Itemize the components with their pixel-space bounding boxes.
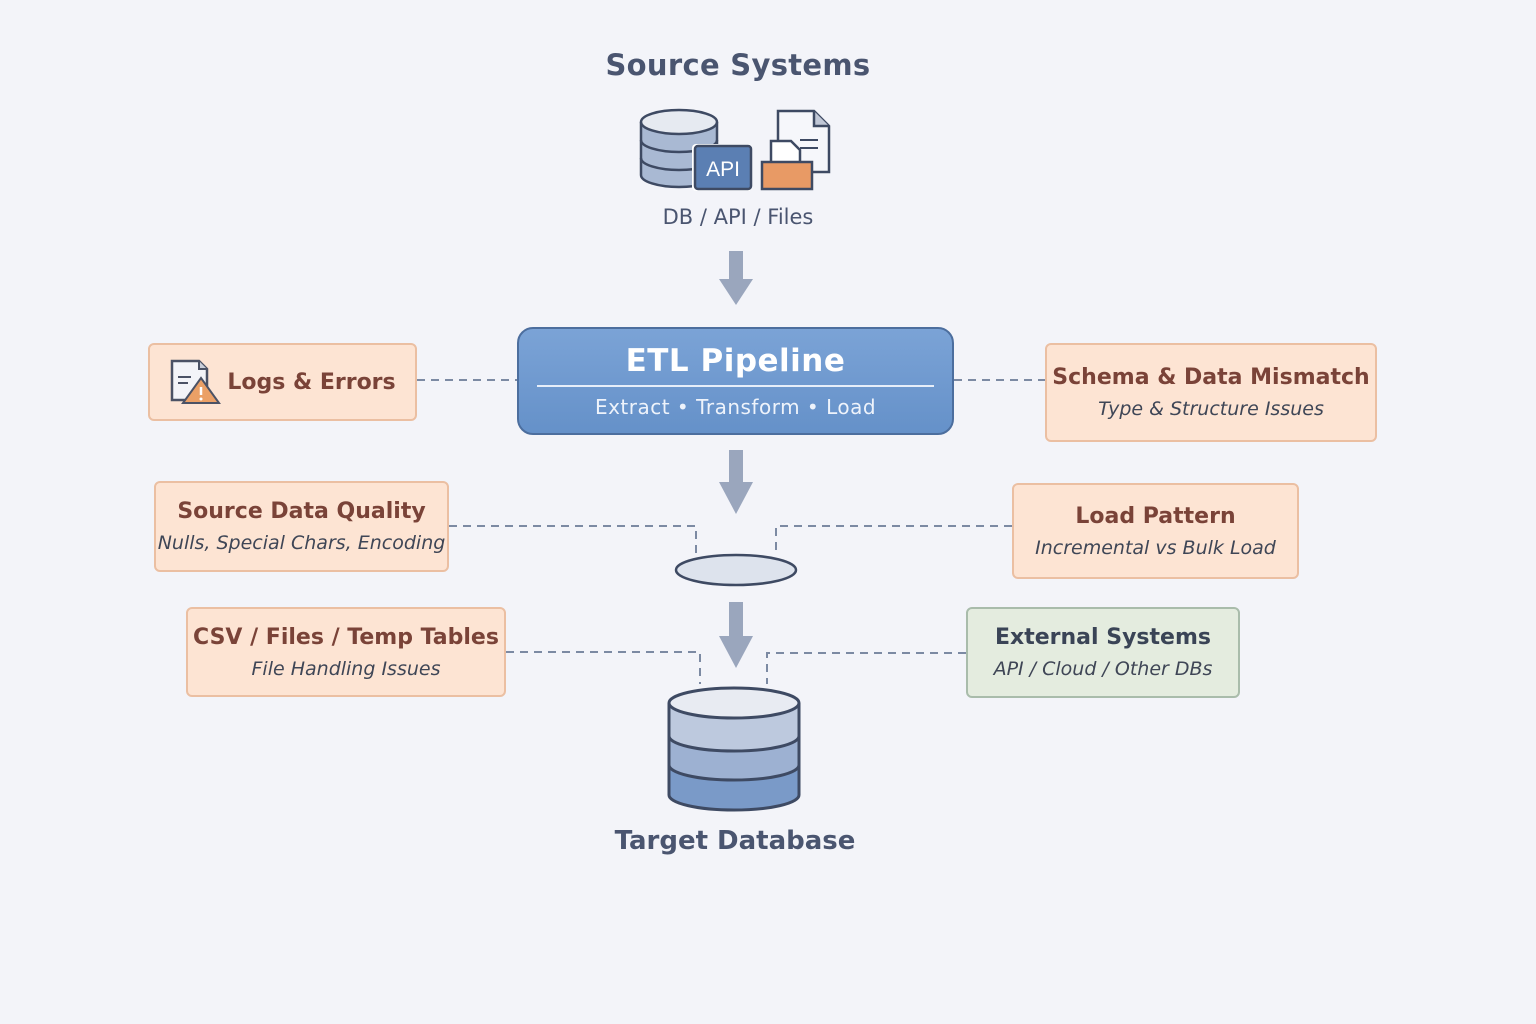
- schema-mismatch-subtitle: Type & Structure Issues: [1098, 398, 1324, 420]
- arrow-source-to-etl: [719, 251, 753, 305]
- source-data-quality-subtitle: Nulls, Special Chars, Encoding: [157, 532, 446, 554]
- source-data-quality-node[interactable]: Source Data Quality Nulls, Special Chars…: [154, 481, 449, 572]
- source-systems-subtitle: DB / API / Files: [662, 205, 814, 229]
- load-pattern-title: Load Pattern: [1075, 503, 1236, 529]
- external-systems-subtitle: API / Cloud / Other DBs: [993, 658, 1213, 680]
- schema-mismatch-title: Schema & Data Mismatch: [1052, 365, 1370, 390]
- csv-files-subtitle: File Handling Issues: [251, 657, 441, 680]
- etl-divider: [537, 385, 934, 387]
- api-icon: API: [692, 144, 753, 191]
- etl-pipeline-title: ETL Pipeline: [625, 343, 846, 379]
- load-pattern-node[interactable]: Load Pattern Incremental vs Bulk Load: [1012, 483, 1299, 579]
- arrow-etl-to-staging: [719, 450, 753, 514]
- schema-mismatch-node[interactable]: Schema & Data Mismatch Type & Structure …: [1045, 343, 1377, 442]
- file-folder-icon: [760, 109, 831, 191]
- connector-load: [775, 525, 1012, 556]
- etl-pipeline-subtitle: Extract • Transform • Load: [594, 394, 877, 419]
- source-data-quality-title: Source Data Quality: [177, 499, 426, 524]
- connector-files: [506, 651, 701, 684]
- arrow-staging-to-target: [719, 602, 753, 668]
- csv-files-node[interactable]: CSV / Files / Temp Tables File Handling …: [186, 607, 506, 697]
- csv-files-title: CSV / Files / Temp Tables: [193, 624, 499, 650]
- target-database-title: Target Database: [614, 826, 856, 856]
- logs-errors-title: Logs & Errors: [227, 369, 396, 395]
- staging-disk-icon: [674, 553, 798, 587]
- log-warning-icon: [171, 359, 222, 404]
- load-pattern-subtitle: Incremental vs Bulk Load: [1035, 536, 1276, 559]
- target-database-icon: [667, 686, 801, 812]
- connector-quality: [449, 525, 697, 556]
- api-badge-label: API: [706, 158, 740, 181]
- external-systems-title: External Systems: [995, 625, 1211, 650]
- etl-pipeline-node[interactable]: ETL Pipeline Extract • Transform • Load: [517, 327, 954, 435]
- source-systems-title: Source Systems: [605, 48, 871, 82]
- connector-external: [766, 652, 966, 684]
- logs-errors-node[interactable]: Logs & Errors: [148, 343, 417, 421]
- external-systems-node[interactable]: External Systems API / Cloud / Other DBs: [966, 607, 1240, 698]
